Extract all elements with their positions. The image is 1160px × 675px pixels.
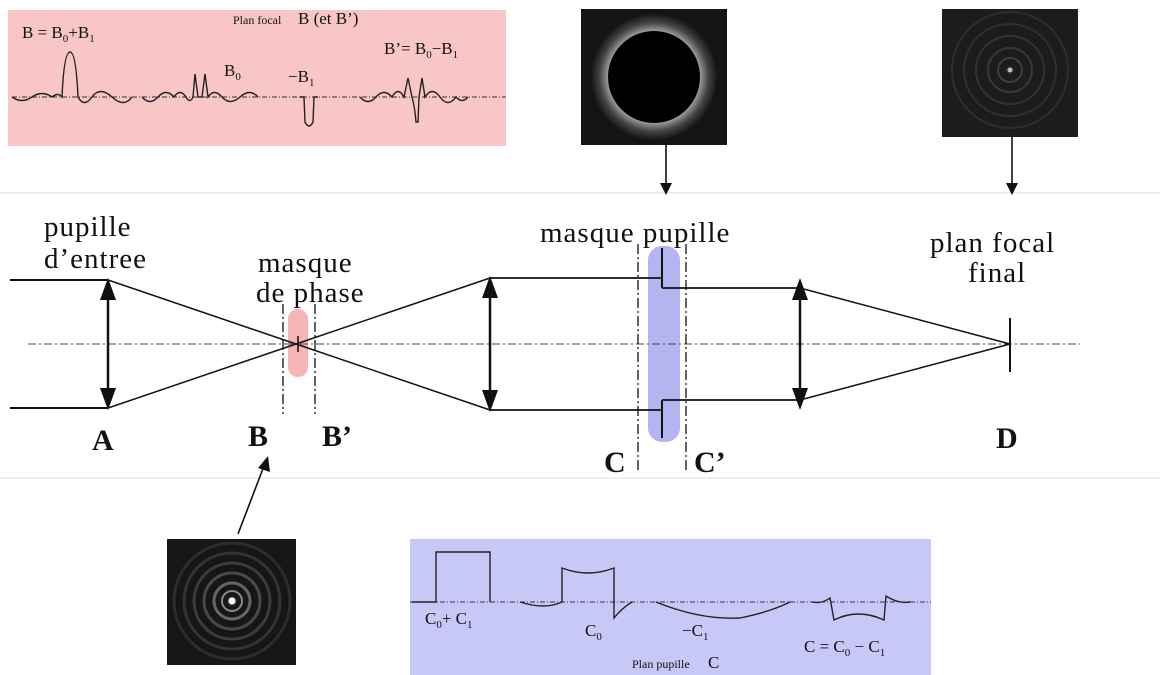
focal-plane-title-big: B (et B’) <box>298 9 358 28</box>
label-de-phase: de phase <box>256 277 365 309</box>
curve-minus-c1 <box>655 601 791 619</box>
pupil-plane-title-small: Plan pupille <box>632 657 690 671</box>
label-dentree: d’entree <box>44 243 147 275</box>
label-b0: B0 <box>224 61 241 83</box>
curve-c0 <box>519 566 633 620</box>
focal-plane-panel-bg <box>8 10 506 146</box>
label-c0: C0 <box>585 621 602 643</box>
label-pupille: pupille <box>44 211 132 243</box>
curve-b-sum <box>11 51 133 104</box>
label-c-eq: C = C0 − C1 <box>804 637 885 659</box>
airy-entrance-image <box>167 539 296 665</box>
ray-lens3-to-d-bottom <box>799 343 1011 401</box>
lens-2 <box>482 276 498 412</box>
letter-a: A <box>92 424 114 457</box>
focal-plane-panel: Plan focal B (et B’) B = B0+B1 B0 −B1 B’… <box>8 9 506 146</box>
label-final: final <box>968 257 1026 289</box>
pupil-plane-title-big: C <box>708 653 719 672</box>
ray-lens3-to-d-top <box>799 287 1011 345</box>
letter-c: C <box>604 446 626 479</box>
letter-c-prime: C’ <box>694 446 726 479</box>
arrow-airy-to-b-line <box>237 465 265 535</box>
letter-b-prime: B’ <box>322 420 352 453</box>
label-minus-b1: −B1 <box>288 67 314 89</box>
label-masque: masque <box>258 247 353 279</box>
optical-bench: pupille d’entree masque de phase masque … <box>10 211 1080 479</box>
focal-plane-title-small: Plan focal <box>233 13 282 27</box>
arrow-airy-to-d-head <box>1006 183 1018 195</box>
curve-b-prime <box>359 77 469 123</box>
label-minus-c1: −C1 <box>682 621 708 643</box>
ray-a-to-b-top <box>107 279 297 345</box>
lens-a <box>100 278 116 410</box>
arrow-airy-to-b-head <box>258 456 270 472</box>
pupil-plane-panel: C0+ C1 C0 −C1 C = C0 − C1 Plan pupille C <box>410 539 931 675</box>
letter-d: D <box>996 422 1018 455</box>
curve-minus-b1 <box>300 96 318 127</box>
label-plan-focal: plan focal <box>930 227 1055 259</box>
airy-final-image <box>942 9 1078 137</box>
curve-c0-plus-c1 <box>412 551 491 603</box>
lens-3 <box>792 278 808 410</box>
letter-b: B <box>248 420 268 453</box>
arrow-ring-to-c-head <box>660 183 672 195</box>
ray-b-to-lens2-bottom <box>295 343 491 411</box>
label-masque-pupille: masque pupille <box>540 217 730 249</box>
curve-c-diff <box>811 594 911 622</box>
curve-b0 <box>141 73 259 103</box>
label-c0-plus-c1: C0+ C1 <box>425 609 473 631</box>
pupil-ring-image <box>581 9 727 145</box>
label-b-prime: B’= B0−B1 <box>384 39 458 61</box>
ray-b-to-lens2-top <box>295 277 491 345</box>
label-b-sum: B = B0+B1 <box>22 23 95 45</box>
ray-a-to-b-bottom <box>107 343 297 409</box>
